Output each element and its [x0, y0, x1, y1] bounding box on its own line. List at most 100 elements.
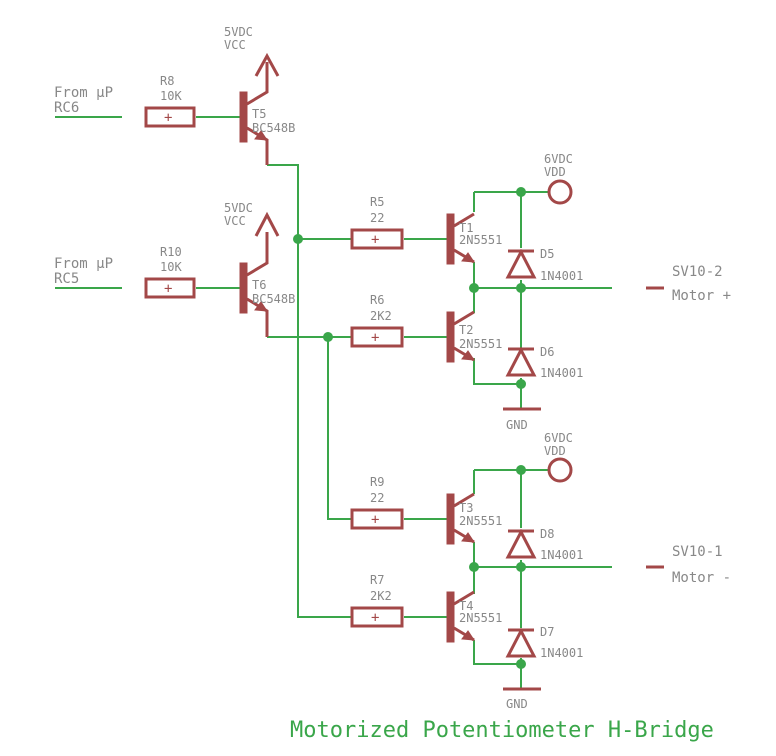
- diode-type: 1N4001: [540, 646, 583, 660]
- resistor-r8: + R8 10K: [144, 74, 196, 128]
- vdd-supply-lower: 6VDC VDD: [544, 431, 573, 483]
- supply-voltage: 6VDC: [544, 152, 573, 166]
- diode-name: D5: [540, 247, 554, 261]
- transistor-name: T4: [459, 599, 473, 613]
- connector-motor-plus: SV10-2 Motor +: [646, 264, 731, 304]
- transistor-type: 2N5551: [459, 514, 502, 528]
- resistor-name: R10: [160, 245, 182, 259]
- svg-text:+: +: [371, 610, 379, 626]
- vdd-supply-upper: 6VDC VDD: [544, 152, 573, 205]
- connector-name: SV10-1: [672, 544, 723, 560]
- diode-d5: D5 1N4001: [505, 247, 583, 283]
- resistor-value: 10K: [160, 89, 182, 103]
- ground-net: GND: [506, 697, 528, 711]
- connector-label: Motor +: [672, 288, 731, 304]
- input-rc6: From µP RC6: [54, 85, 113, 116]
- connector-motor-minus: SV10-1 Motor -: [646, 544, 731, 586]
- resistor-value: 22: [370, 491, 384, 505]
- transistor-t2: T2 2N5551: [446, 310, 502, 363]
- junction-dot: [516, 465, 526, 475]
- svg-text:+: +: [371, 512, 379, 528]
- transistor-name: T2: [459, 323, 473, 337]
- junctions: [293, 187, 526, 669]
- vcc-supply-t6: 5VDC VCC: [224, 201, 280, 237]
- input-label-line2: RC5: [54, 271, 79, 287]
- wire-bus-r9: [327, 337, 352, 520]
- transistor-name: T1: [459, 221, 473, 235]
- resistor-name: R8: [160, 74, 174, 88]
- transistor-type: BC548B: [252, 292, 295, 306]
- wire-t4-emitter: [473, 640, 521, 665]
- resistor-value: 22: [370, 211, 384, 225]
- wire-t2-emitter: [473, 358, 521, 385]
- junction-dot: [516, 379, 526, 389]
- svg-text:+: +: [371, 232, 379, 248]
- junction-dot: [323, 332, 333, 342]
- resistor-r7: + R7 2K2: [350, 573, 404, 628]
- ground-net: GND: [506, 418, 528, 432]
- resistor-value: 2K2: [370, 589, 392, 603]
- junction-dot: [516, 187, 526, 197]
- junction-dot: [469, 562, 479, 572]
- transistor-name: T5: [252, 107, 266, 121]
- diode-d7: D7 1N4001: [505, 625, 583, 660]
- diode-type: 1N4001: [540, 548, 583, 562]
- transistor-t6: T6 BC548B: [239, 232, 295, 337]
- supply-net: VDD: [544, 444, 566, 458]
- transistor-name: T6: [252, 278, 266, 292]
- junction-dot: [516, 562, 526, 572]
- wires: [55, 116, 612, 688]
- wire-t5-emitter-bus: [267, 164, 352, 618]
- resistor-value: 2K2: [370, 309, 392, 323]
- ground-upper: GND: [503, 407, 541, 432]
- supply-net: VCC: [224, 38, 246, 52]
- supply-voltage: 6VDC: [544, 431, 573, 445]
- transistor-type: 2N5551: [459, 337, 502, 351]
- diode-type: 1N4001: [540, 269, 583, 283]
- transistor-type: 2N5551: [459, 611, 502, 625]
- input-label-line1: From µP: [54, 85, 113, 101]
- diode-name: D7: [540, 625, 554, 639]
- input-label-line2: RC6: [54, 100, 79, 116]
- diode-name: D8: [540, 527, 554, 541]
- svg-text:+: +: [164, 281, 172, 297]
- resistor-name: R5: [370, 195, 384, 209]
- input-label-line1: From µP: [54, 256, 113, 272]
- junction-dot: [516, 283, 526, 293]
- ground-lower: GND: [503, 687, 541, 711]
- resistor-r5: + R5 22: [350, 195, 404, 250]
- resistor-value: 10K: [160, 260, 182, 274]
- transistor-type: 2N5551: [459, 233, 502, 247]
- transistor-t5: T5 BC548B: [239, 62, 295, 165]
- resistor-r10: + R10 10K: [144, 245, 196, 299]
- supply-voltage: 5VDC: [224, 25, 253, 39]
- diode-d8: D8 1N4001: [505, 527, 583, 562]
- supply-net: VDD: [544, 165, 566, 179]
- svg-text:+: +: [164, 110, 172, 126]
- diode-name: D6: [540, 345, 554, 359]
- transistor-type: BC548B: [252, 121, 295, 135]
- connector-label: Motor -: [672, 570, 731, 586]
- connector-name: SV10-2: [672, 264, 723, 280]
- supply-voltage: 5VDC: [224, 201, 253, 215]
- supply-net: VCC: [224, 214, 246, 228]
- diode-type: 1N4001: [540, 366, 583, 380]
- transistor-name: T3: [459, 501, 473, 515]
- transistor-t1: T1 2N5551: [446, 212, 502, 265]
- transistor-t4: T4 2N5551: [446, 590, 502, 643]
- transistor-t3: T3 2N5551: [446, 492, 502, 545]
- diode-d6: D6 1N4001: [505, 345, 583, 380]
- svg-text:+: +: [371, 330, 379, 346]
- junction-dot: [469, 283, 479, 293]
- input-rc5: From µP RC5: [54, 256, 113, 287]
- vcc-supply-t5: 5VDC VCC: [224, 25, 280, 77]
- resistor-r6: + R6 2K2: [350, 293, 404, 348]
- junction-dot: [516, 659, 526, 669]
- resistor-name: R7: [370, 573, 384, 587]
- junction-dot: [293, 234, 303, 244]
- resistor-name: R9: [370, 475, 384, 489]
- resistor-r9: + R9 22: [350, 475, 404, 530]
- resistor-name: R6: [370, 293, 384, 307]
- diagram-title: Motorized Potentiometer H-Bridge: [290, 718, 714, 743]
